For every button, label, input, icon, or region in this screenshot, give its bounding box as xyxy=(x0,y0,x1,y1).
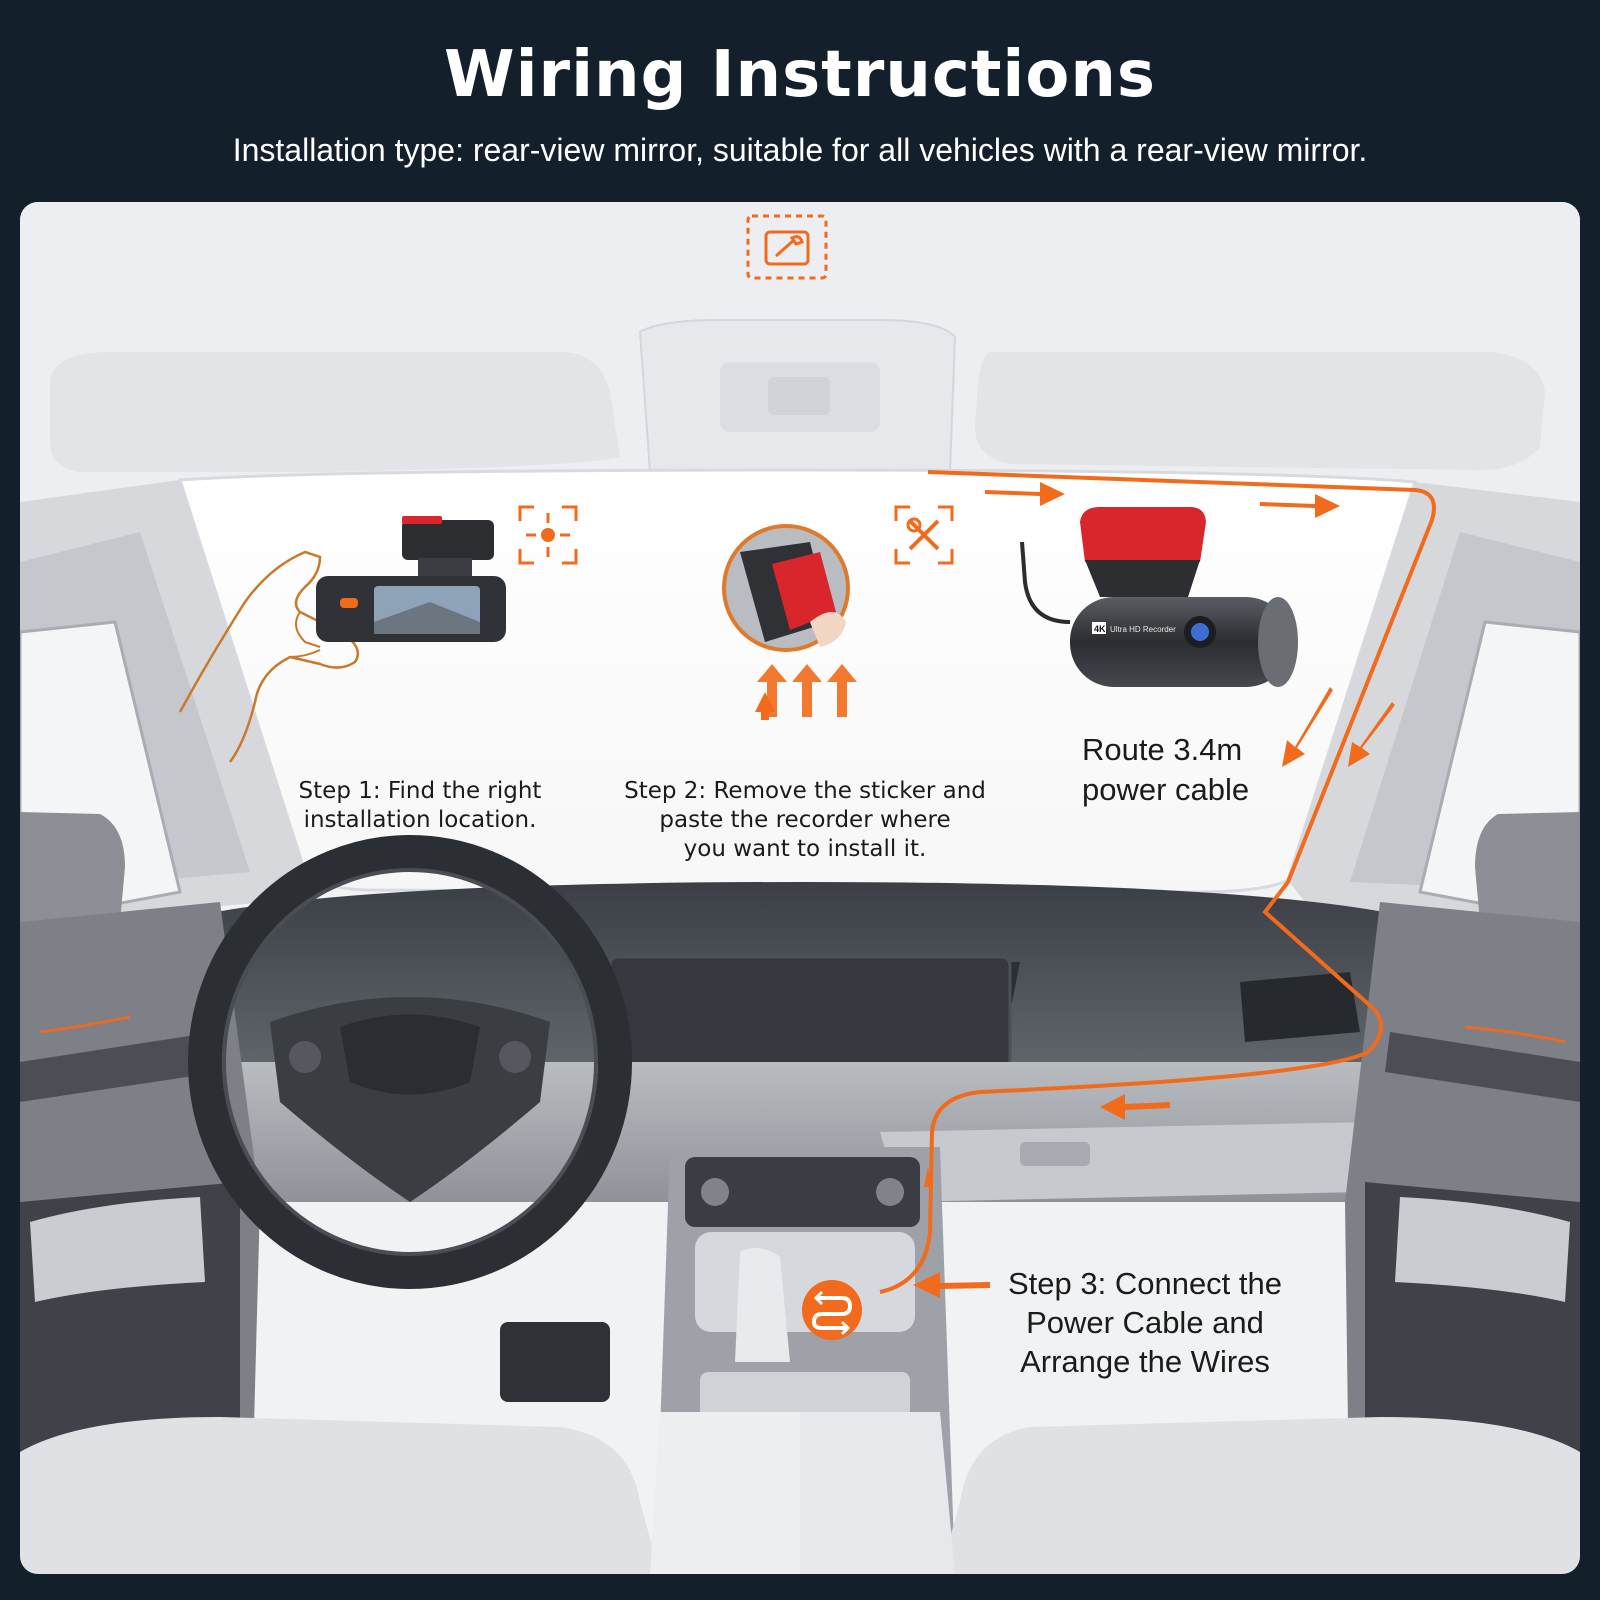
dash-cam-product: 4K Ultra HD Recorder xyxy=(1020,507,1298,687)
right-side-mirror xyxy=(1475,812,1580,927)
svg-text:Ultra HD Recorder: Ultra HD Recorder xyxy=(1110,625,1176,634)
step1-label: Step 1: Find the right installation loca… xyxy=(298,778,542,833)
cable-route-icon xyxy=(802,1280,862,1340)
route-cable-label: Route 3.4m power cable xyxy=(1082,732,1250,807)
tools-cross-icon xyxy=(894,505,954,565)
page-title: Wiring Instructions xyxy=(444,38,1156,112)
center-display xyxy=(608,955,1012,1069)
hand-outline xyxy=(178,550,360,763)
target-icon xyxy=(518,505,578,565)
svg-text:4K: 4K xyxy=(1094,624,1106,634)
step3-label: Step 3: Connect the Power Cable and Arra… xyxy=(1007,1266,1283,1379)
dash-cam-front-view xyxy=(316,516,506,642)
right-sun-visor xyxy=(975,352,1545,470)
right-seat xyxy=(940,1417,1580,1574)
steering-wheel xyxy=(188,835,632,1289)
left-sun-visor xyxy=(50,352,620,472)
tool-icon xyxy=(746,214,828,280)
page-subtitle: Installation type: rear-view mirror, sui… xyxy=(232,132,1368,168)
car-interior-illustration: 4K Ultra HD Recorder Step 1: Find the ri… xyxy=(20,202,1580,1574)
up-arrows xyxy=(757,664,857,717)
route-arrows xyxy=(755,482,1395,1298)
left-side-mirror xyxy=(20,812,125,927)
step2-label: Step 2: Remove the sticker and paste the… xyxy=(624,778,986,862)
power-cable-route xyxy=(879,470,1436,1294)
left-seat xyxy=(20,1417,660,1574)
adhesive-sticker-closeup xyxy=(722,524,850,652)
